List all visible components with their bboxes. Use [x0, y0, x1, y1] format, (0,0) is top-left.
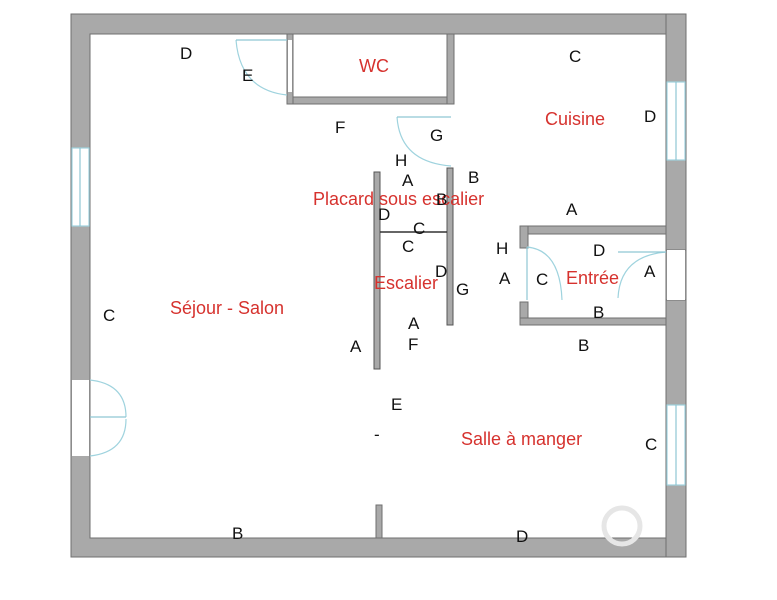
mark: - — [374, 425, 380, 444]
mark: B — [436, 190, 447, 209]
mark: D — [516, 527, 528, 546]
mark: D — [644, 107, 656, 126]
room-label-placard: Placard sous escalier — [313, 189, 484, 209]
entry-inner-door-arc — [526, 246, 563, 301]
mark: C — [413, 219, 425, 238]
mark: D — [378, 205, 390, 224]
mark: G — [456, 280, 469, 299]
left-door-arc-1 — [89, 379, 127, 418]
entry-outer-door-arc — [617, 251, 667, 299]
mark: H — [496, 239, 508, 258]
entrance-opening — [667, 250, 685, 300]
mark: C — [402, 237, 414, 256]
entry-left-wall-top — [519, 225, 529, 249]
mark: B — [232, 524, 243, 543]
wc-right-wall — [446, 33, 455, 105]
mark: F — [335, 118, 345, 137]
room-label-sejour: Séjour - Salon — [170, 298, 284, 318]
mark: B — [578, 336, 589, 355]
mark: F — [408, 335, 418, 354]
mark: C — [103, 306, 115, 325]
mark: A — [402, 171, 414, 190]
mark: E — [242, 66, 253, 85]
mark: A — [566, 200, 578, 219]
mark: H — [395, 151, 407, 170]
stair-rail-left — [373, 171, 381, 370]
kitchen-door-arc — [396, 116, 452, 167]
room-label-salle-a-manger: Salle à manger — [461, 429, 582, 449]
mark: D — [435, 262, 447, 281]
entry-bottom-wall — [519, 317, 667, 326]
mark: A — [644, 262, 656, 281]
left-door-arc-2 — [89, 418, 127, 457]
stair-rail-right — [446, 167, 454, 326]
room-label-wc: WC — [359, 56, 389, 76]
mark: A — [499, 269, 511, 288]
room-label-entree: Entrée — [566, 268, 619, 288]
mark: A — [408, 314, 420, 333]
room-label-cuisine: Cuisine — [545, 109, 605, 129]
left-door-opening — [72, 380, 89, 456]
wc-door-arc — [235, 39, 288, 96]
mark: B — [593, 303, 604, 322]
watermark-logo — [601, 505, 643, 547]
mark: D — [593, 241, 605, 260]
mark: C — [569, 47, 581, 66]
mark: D — [180, 44, 192, 63]
mark: C — [536, 270, 548, 289]
wc-door-gap — [288, 40, 292, 92]
wc-bottom-wall — [286, 96, 455, 105]
entry-top-wall — [519, 225, 667, 235]
mark: C — [645, 435, 657, 454]
bottom-stub-wall — [375, 504, 383, 539]
mark: A — [350, 337, 362, 356]
mark: B — [468, 168, 479, 187]
mark: E — [391, 395, 402, 414]
mark: G — [430, 126, 443, 145]
room-label-escalier: Escalier — [374, 273, 438, 293]
